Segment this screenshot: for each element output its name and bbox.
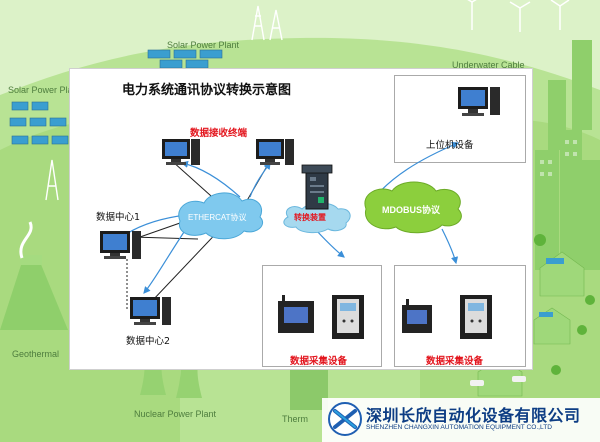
gateway-device-icon — [301, 164, 333, 210]
collect-device-icon-right-1 — [402, 299, 432, 333]
collect-right-label: 数据采集设备 — [426, 356, 484, 367]
pc-icon-receiver-2 — [256, 139, 294, 165]
gateway-label: 转换装置 — [294, 213, 326, 222]
collect-device-icon-left-1 — [278, 295, 314, 333]
center2-label: 数据中心2 — [126, 336, 171, 347]
host-label: 上位机设备 — [426, 140, 474, 151]
collect-left-label: 数据采集设备 — [290, 356, 348, 367]
company-logo — [328, 402, 362, 436]
modbus-cloud — [364, 181, 462, 234]
ethercat-label: ETHERCAT协议 — [188, 213, 247, 222]
bg-label-geothermal: Geothermal — [12, 349, 60, 359]
pc-icon-receiver-1 — [162, 139, 200, 165]
pc-icon-center-1 — [100, 231, 141, 259]
network-links — [100, 87, 500, 339]
wind-turbine-group — [467, 0, 570, 32]
diagram-panel: 电力系统通讯协议转换示意图 — [69, 68, 533, 370]
modbus-label: MDOBUS协议 — [382, 205, 440, 215]
bg-label-solar-plant-left: Solar Power Pla — [8, 85, 73, 95]
company-name-cn: 深圳长欣自动化设备有限公司 — [366, 406, 581, 425]
company-banner — [322, 398, 600, 442]
company-name-en: SHENZHEN CHANGXIN AUTOMATION EQUIPMENT C… — [366, 424, 552, 431]
pc-icon-host — [458, 87, 500, 116]
receiver-label: 数据接收终端 — [190, 128, 248, 139]
collect-device-icon-right-2 — [460, 295, 492, 339]
center1-label: 数据中心1 — [96, 212, 141, 223]
collect-device-icon-left-2 — [332, 295, 364, 339]
bg-label-thermal: Therm — [282, 414, 309, 424]
diagram-title: 电力系统通讯协议转换示意图 — [122, 83, 292, 98]
bg-label-solar-plant-top: Solar Power Plant — [167, 40, 240, 50]
bg-label-nuclear: Nuclear Power Plant — [134, 409, 217, 419]
bg-label-underwater-cable: Underwater Cable — [452, 60, 525, 70]
gateway-cloud — [283, 202, 351, 234]
ethercat-cloud — [178, 192, 264, 240]
pc-icon-center-2 — [130, 297, 171, 325]
